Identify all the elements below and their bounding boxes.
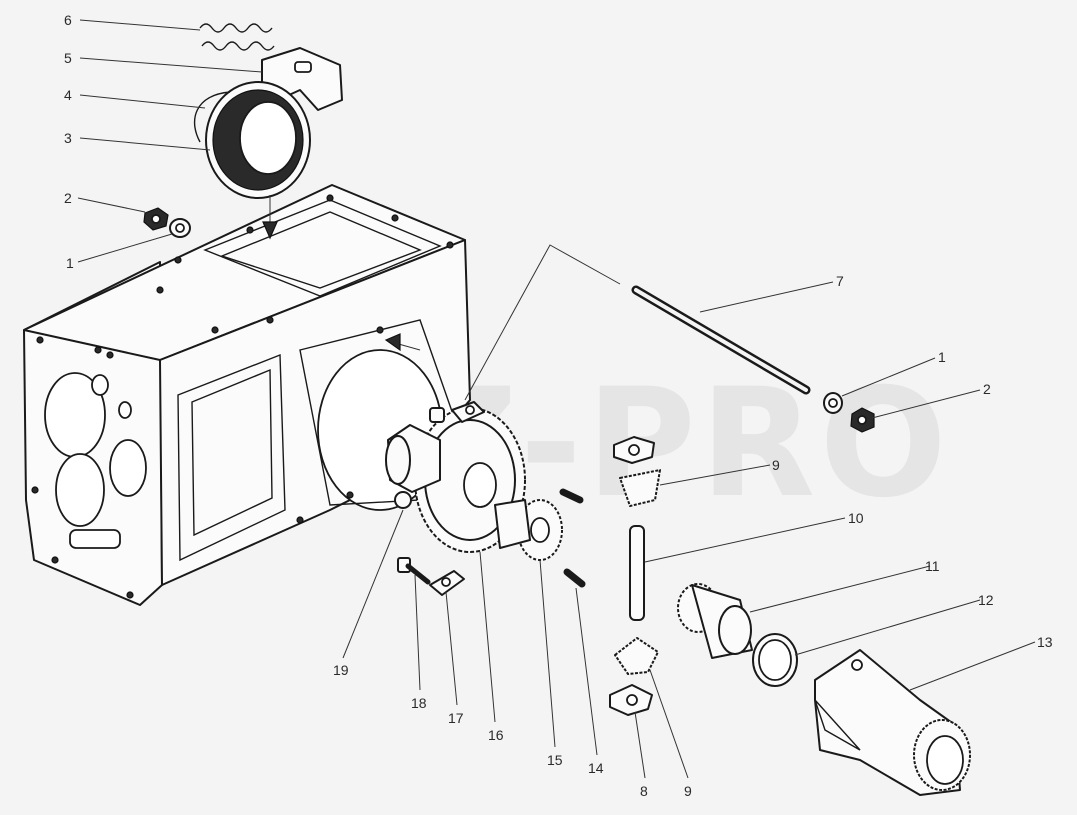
label-13: 13 xyxy=(1037,634,1053,650)
long-stud-part-7 xyxy=(631,285,811,395)
small-pin-upper xyxy=(559,488,584,504)
label-7: 7 xyxy=(836,273,844,289)
label-11: 11 xyxy=(925,558,940,574)
leader-lines xyxy=(77,19,1036,779)
housing-side-window xyxy=(177,353,286,562)
label-9-upper: 9 xyxy=(772,457,780,473)
locking-plate-top xyxy=(451,401,485,423)
retaining-ring-part-12 xyxy=(752,633,798,687)
pinion-gear-part-9-lower xyxy=(614,637,659,675)
callout-labels: 6 5 4 3 2 1 7 1 2 9 10 11 12 13 19 18 17… xyxy=(64,12,1053,799)
axle-pin-part-10 xyxy=(629,525,645,621)
spring-part-6 xyxy=(199,23,275,51)
label-15: 15 xyxy=(547,752,563,768)
housing-top-opening-inner xyxy=(219,211,422,289)
label-16: 16 xyxy=(488,727,504,743)
label-5-top: 5 xyxy=(64,50,72,66)
housing-top-opening xyxy=(203,199,442,297)
thrust-washer-part-8 xyxy=(609,684,653,716)
half-shaft-part-11 xyxy=(677,583,753,659)
housing-bore-small xyxy=(109,439,147,497)
release-bearing-part-3 xyxy=(205,81,311,199)
final-drive-housing-part-13 xyxy=(814,649,971,796)
pin-part-14 xyxy=(563,568,586,588)
label-1-right: 1 xyxy=(938,349,946,365)
housing-bore-lower xyxy=(55,453,105,527)
housing-bolt-holes xyxy=(31,194,454,599)
differential-hub xyxy=(385,424,441,493)
gearbox-housing xyxy=(23,184,471,606)
pinion-gear-part-9-upper xyxy=(619,469,661,507)
label-2-right: 2 xyxy=(983,381,991,397)
plug-part-19 xyxy=(394,491,412,509)
washer-part-1-left xyxy=(169,218,191,238)
satellite-gear-part-15 xyxy=(494,499,563,561)
housing-slot xyxy=(69,529,121,549)
arrow-head-left xyxy=(384,333,401,352)
washer-part-1-right xyxy=(823,392,843,414)
pin xyxy=(429,407,445,423)
label-3-top: 3 xyxy=(64,130,72,146)
label-18: 18 xyxy=(411,695,427,711)
label-2-left: 2 xyxy=(64,190,72,206)
nut-part-2-right xyxy=(850,407,875,433)
label-4-top: 4 xyxy=(64,87,72,103)
housing-hole xyxy=(91,374,109,396)
bolt-part-18 xyxy=(397,557,431,585)
assembly-path-line xyxy=(464,244,621,401)
label-12: 12 xyxy=(978,592,994,608)
label-17: 17 xyxy=(448,710,464,726)
label-8: 8 xyxy=(640,783,648,799)
thrust-washer-upper xyxy=(613,436,655,464)
label-6-top: 6 xyxy=(64,12,72,28)
label-1-left: 1 xyxy=(66,255,74,271)
housing-side-window-inner xyxy=(191,368,273,537)
label-19: 19 xyxy=(333,662,349,678)
housing-hole xyxy=(118,401,132,419)
label-14: 14 xyxy=(588,760,604,776)
nut-part-2-left xyxy=(143,207,169,231)
arrow-head-down xyxy=(262,221,278,240)
label-10: 10 xyxy=(848,510,864,526)
snap-ring-part-4 xyxy=(193,91,231,143)
lock-plate-part-17 xyxy=(429,570,465,596)
label-9-lower: 9 xyxy=(684,783,692,799)
